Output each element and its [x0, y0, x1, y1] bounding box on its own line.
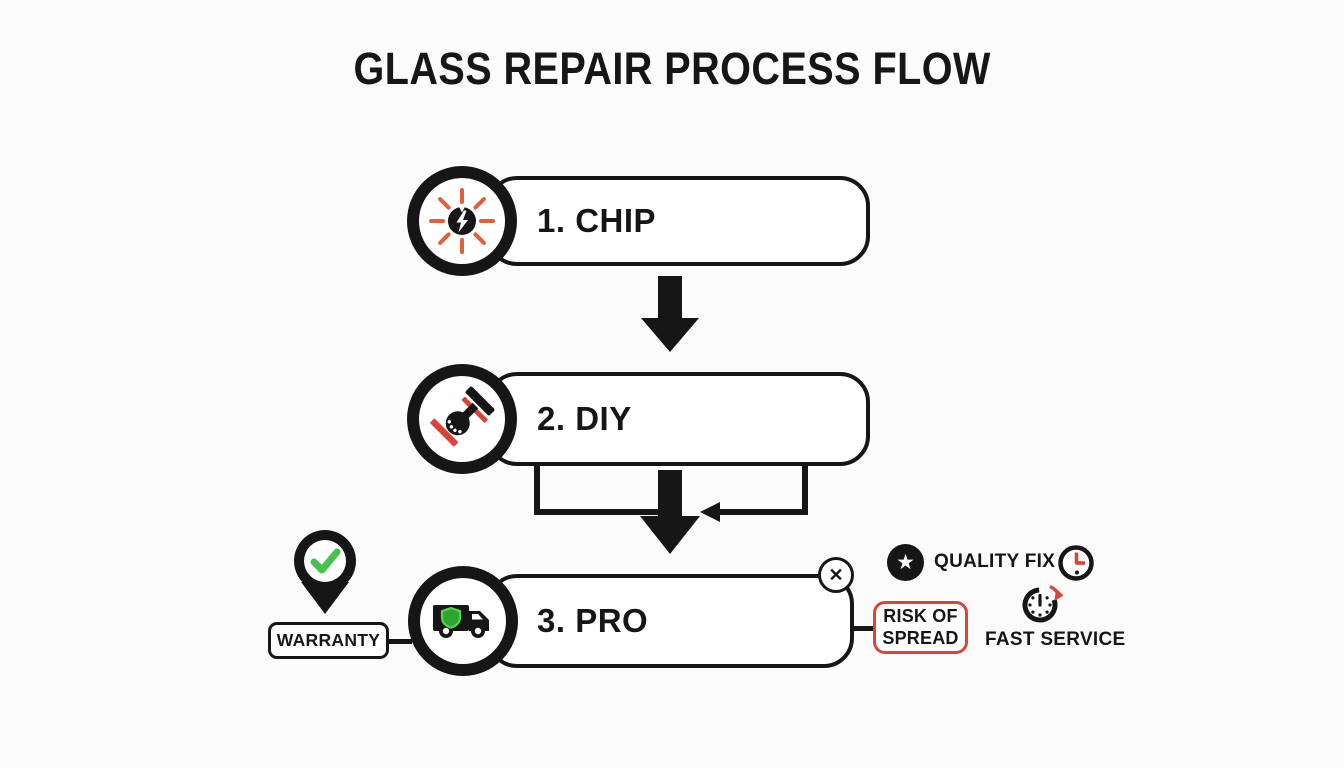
fast-service-label: FAST SERVICE — [985, 629, 1126, 650]
step-label-pro: 3. PRO — [537, 602, 649, 639]
clock-icon — [1058, 545, 1094, 581]
risk-label-line1: RISK OF — [883, 606, 958, 627]
pin-checkmark-icon — [294, 530, 356, 614]
step-label-chip: 1. CHIP — [537, 202, 657, 239]
stopwatch-icon — [1022, 585, 1064, 623]
step-box-pro: 3. PRO — [487, 574, 854, 668]
risk-of-spread-badge: RISK OF SPREAD — [873, 601, 968, 654]
page-title-text: GLASS REPAIR PROCESS FLOW — [353, 43, 991, 94]
repair-tool-graphic — [430, 386, 495, 447]
van-graphic — [433, 605, 489, 638]
risk-connector-line — [851, 626, 874, 631]
star-badge-icon: ★ — [887, 544, 924, 581]
warranty-badge: WARRANTY — [268, 622, 389, 659]
warranty-connector-line — [387, 639, 412, 644]
close-glyph: ✕ — [828, 564, 844, 585]
hand-repair-tool-icon — [407, 364, 517, 474]
service-van-shield-icon — [408, 566, 518, 676]
risk-label-line2: SPREAD — [882, 627, 959, 648]
step-box-chip: 1. CHIP — [487, 176, 870, 266]
close-icon: ✕ — [818, 557, 854, 593]
merge-arrow-graphic — [534, 466, 808, 554]
down-arrow-icon — [641, 276, 699, 352]
chip-burst-graphic — [429, 188, 495, 254]
glass-chip-impact-icon — [407, 166, 517, 276]
star-glyph: ★ — [896, 550, 915, 574]
step-box-diy: 2. DIY — [487, 372, 870, 466]
step-label-diy: 2. DIY — [537, 400, 632, 437]
quality-fix-label: QUALITY FIX — [934, 551, 1056, 572]
page-title: GLASS REPAIR PROCESS FLOW — [0, 46, 1344, 91]
warranty-label: WARRANTY — [276, 630, 381, 650]
